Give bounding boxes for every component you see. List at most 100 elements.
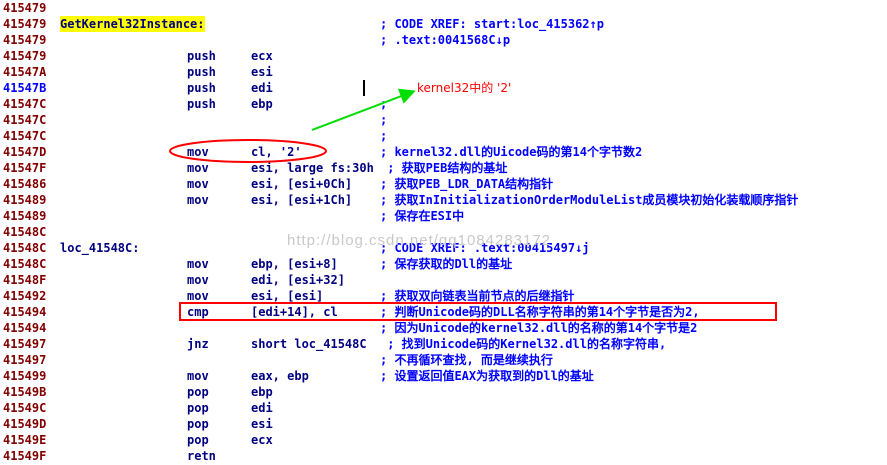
code-label[interactable]: GetKernel32Instance: — [60, 16, 205, 32]
code-line[interactable]: 415479 ; .text:0041568C↓p — [0, 32, 887, 48]
address: 415479 — [3, 17, 47, 31]
operands: cl, '2' — [251, 145, 302, 159]
watermark: http://blog.csdn.net/qq1084283172 — [287, 232, 552, 249]
mnemonic: mov — [187, 193, 209, 207]
address: 415494 — [3, 305, 47, 319]
address: 415479 — [3, 33, 47, 47]
address: 41548C — [3, 225, 47, 239]
code-line[interactable]: 41549E pop ecx — [0, 432, 887, 448]
address: 41549C — [3, 401, 47, 415]
comment: ; 找到Unicode码的Kernel32.dll的名称字符串, — [380, 337, 667, 351]
address: 41547D — [3, 145, 47, 159]
mnemonic: push — [187, 81, 216, 95]
mnemonic: cmp — [187, 305, 209, 319]
operands: edi — [251, 401, 273, 415]
operands: esi, [esi] — [251, 289, 324, 303]
address: 415486 — [3, 177, 47, 191]
mnemonic: push — [187, 49, 216, 63]
comment: ; 保存获取的Dll的基址 — [380, 257, 513, 271]
comment: ; 获取双向链表当前节点的后继指针 — [380, 289, 575, 303]
mnemonic: mov — [187, 257, 209, 271]
code-line[interactable]: 415479 GetKernel32Instance: ; CODE XREF: s… — [0, 16, 887, 32]
operands: ebp — [251, 97, 273, 111]
address: 415489 — [3, 193, 47, 207]
operands: esi, [esi+0Ch] — [251, 177, 353, 191]
address: 41549B — [3, 385, 47, 399]
address: 415479 — [3, 49, 47, 63]
code-line[interactable]: 415497 jnz short loc_41548C ; 找到Unicode码的K… — [0, 336, 887, 352]
code-line[interactable]: 41547C; — [0, 112, 887, 128]
address: 41549E — [3, 433, 47, 447]
code-line[interactable]: 415494 cmp [edi+14], cl ; 判断Unicode码的DLL名称字… — [0, 304, 887, 320]
operands: esi, [esi+1Ch] — [251, 193, 353, 207]
annotation-text: kernel32中的 '2' — [417, 81, 512, 95]
address: 41549D — [3, 417, 47, 431]
operands: ecx — [251, 433, 273, 447]
code-line[interactable]: 415489 ; 保存在ESI中 — [0, 208, 887, 224]
comment: ; 获取PEB结构的基址 — [380, 161, 508, 175]
code-line[interactable]: 415479 push ecx — [0, 48, 887, 64]
code-line[interactable]: 41549C pop edi — [0, 400, 887, 416]
mnemonic: push — [187, 97, 216, 111]
comment: ; 判断Unicode码的DLL名称字符串的第14个字节是否为2, — [380, 305, 700, 319]
address: 415479 — [3, 1, 47, 15]
code-line[interactable]: 415479 — [0, 0, 887, 16]
code-line[interactable]: 41547C; — [0, 128, 887, 144]
operands: eax, ebp — [251, 369, 309, 383]
mnemonic: retn — [187, 449, 216, 463]
comment: ; 不再循环查找, 而是继续执行 — [380, 353, 553, 367]
code-line[interactable]: 41548C loc_41548C: ; CODE XREF: .text:0041… — [0, 240, 887, 256]
code-line[interactable]: 415497 ; 不再循环查找, 而是继续执行 — [0, 352, 887, 368]
code-line[interactable]: 41549F retn — [0, 448, 887, 464]
comment: ; 保存在ESI中 — [380, 209, 465, 223]
mnemonic: mov — [187, 289, 209, 303]
operands: edi — [251, 81, 273, 95]
operands: ebp, [esi+8] — [251, 257, 338, 271]
comment: ; — [380, 113, 388, 127]
mnemonic: pop — [187, 385, 209, 399]
mnemonic: pop — [187, 433, 209, 447]
mnemonic: pop — [187, 417, 209, 431]
comment: ; kernel32.dll的Uicode码的第14个字节数2 — [380, 145, 643, 159]
text-cursor — [363, 80, 365, 96]
code-line[interactable]: 415492 mov esi, [esi] ; 获取双向链表当前节点的后继指针 — [0, 288, 887, 304]
mnemonic: mov — [187, 369, 209, 383]
mnemonic: pop — [187, 401, 209, 415]
comment: ; — [380, 97, 388, 111]
operands: ecx — [251, 49, 273, 63]
comment: ; .text:0041568C↓p — [380, 33, 511, 47]
code-line[interactable]: 415494; 因为Unicode的kernel32.dll的名称的第14个字节… — [0, 320, 887, 336]
address: 415497 — [3, 353, 47, 367]
comment: ; CODE XREF: start:loc_415362↑p — [380, 17, 604, 31]
comment: ; 设置返回值EAX为获取到的Dll的基址 — [380, 369, 594, 383]
address: 415489 — [3, 209, 47, 223]
code-line[interactable]: 41547D mov cl, '2' ; kernel32.dll的Uicode码的第… — [0, 144, 887, 160]
address: 41548C — [3, 241, 47, 255]
operands: short loc_41548C — [251, 337, 367, 351]
address: 41549F — [3, 449, 47, 463]
operands: [edi+14], cl — [251, 305, 338, 319]
operands: esi — [251, 65, 273, 79]
address: 415492 — [3, 289, 47, 303]
code-line[interactable]: 41548C — [0, 224, 887, 240]
address: 415497 — [3, 337, 47, 351]
comment: ; — [380, 129, 388, 143]
address: 41547A — [3, 65, 47, 79]
address: 415494 — [3, 321, 47, 335]
mnemonic: mov — [187, 145, 209, 159]
mnemonic: jnz — [187, 337, 209, 351]
address: 41547F — [3, 161, 47, 175]
comment: ; CODE XREF: .text:00415497↓j — [380, 241, 590, 255]
code-label[interactable]: loc_41548C: — [60, 241, 140, 255]
